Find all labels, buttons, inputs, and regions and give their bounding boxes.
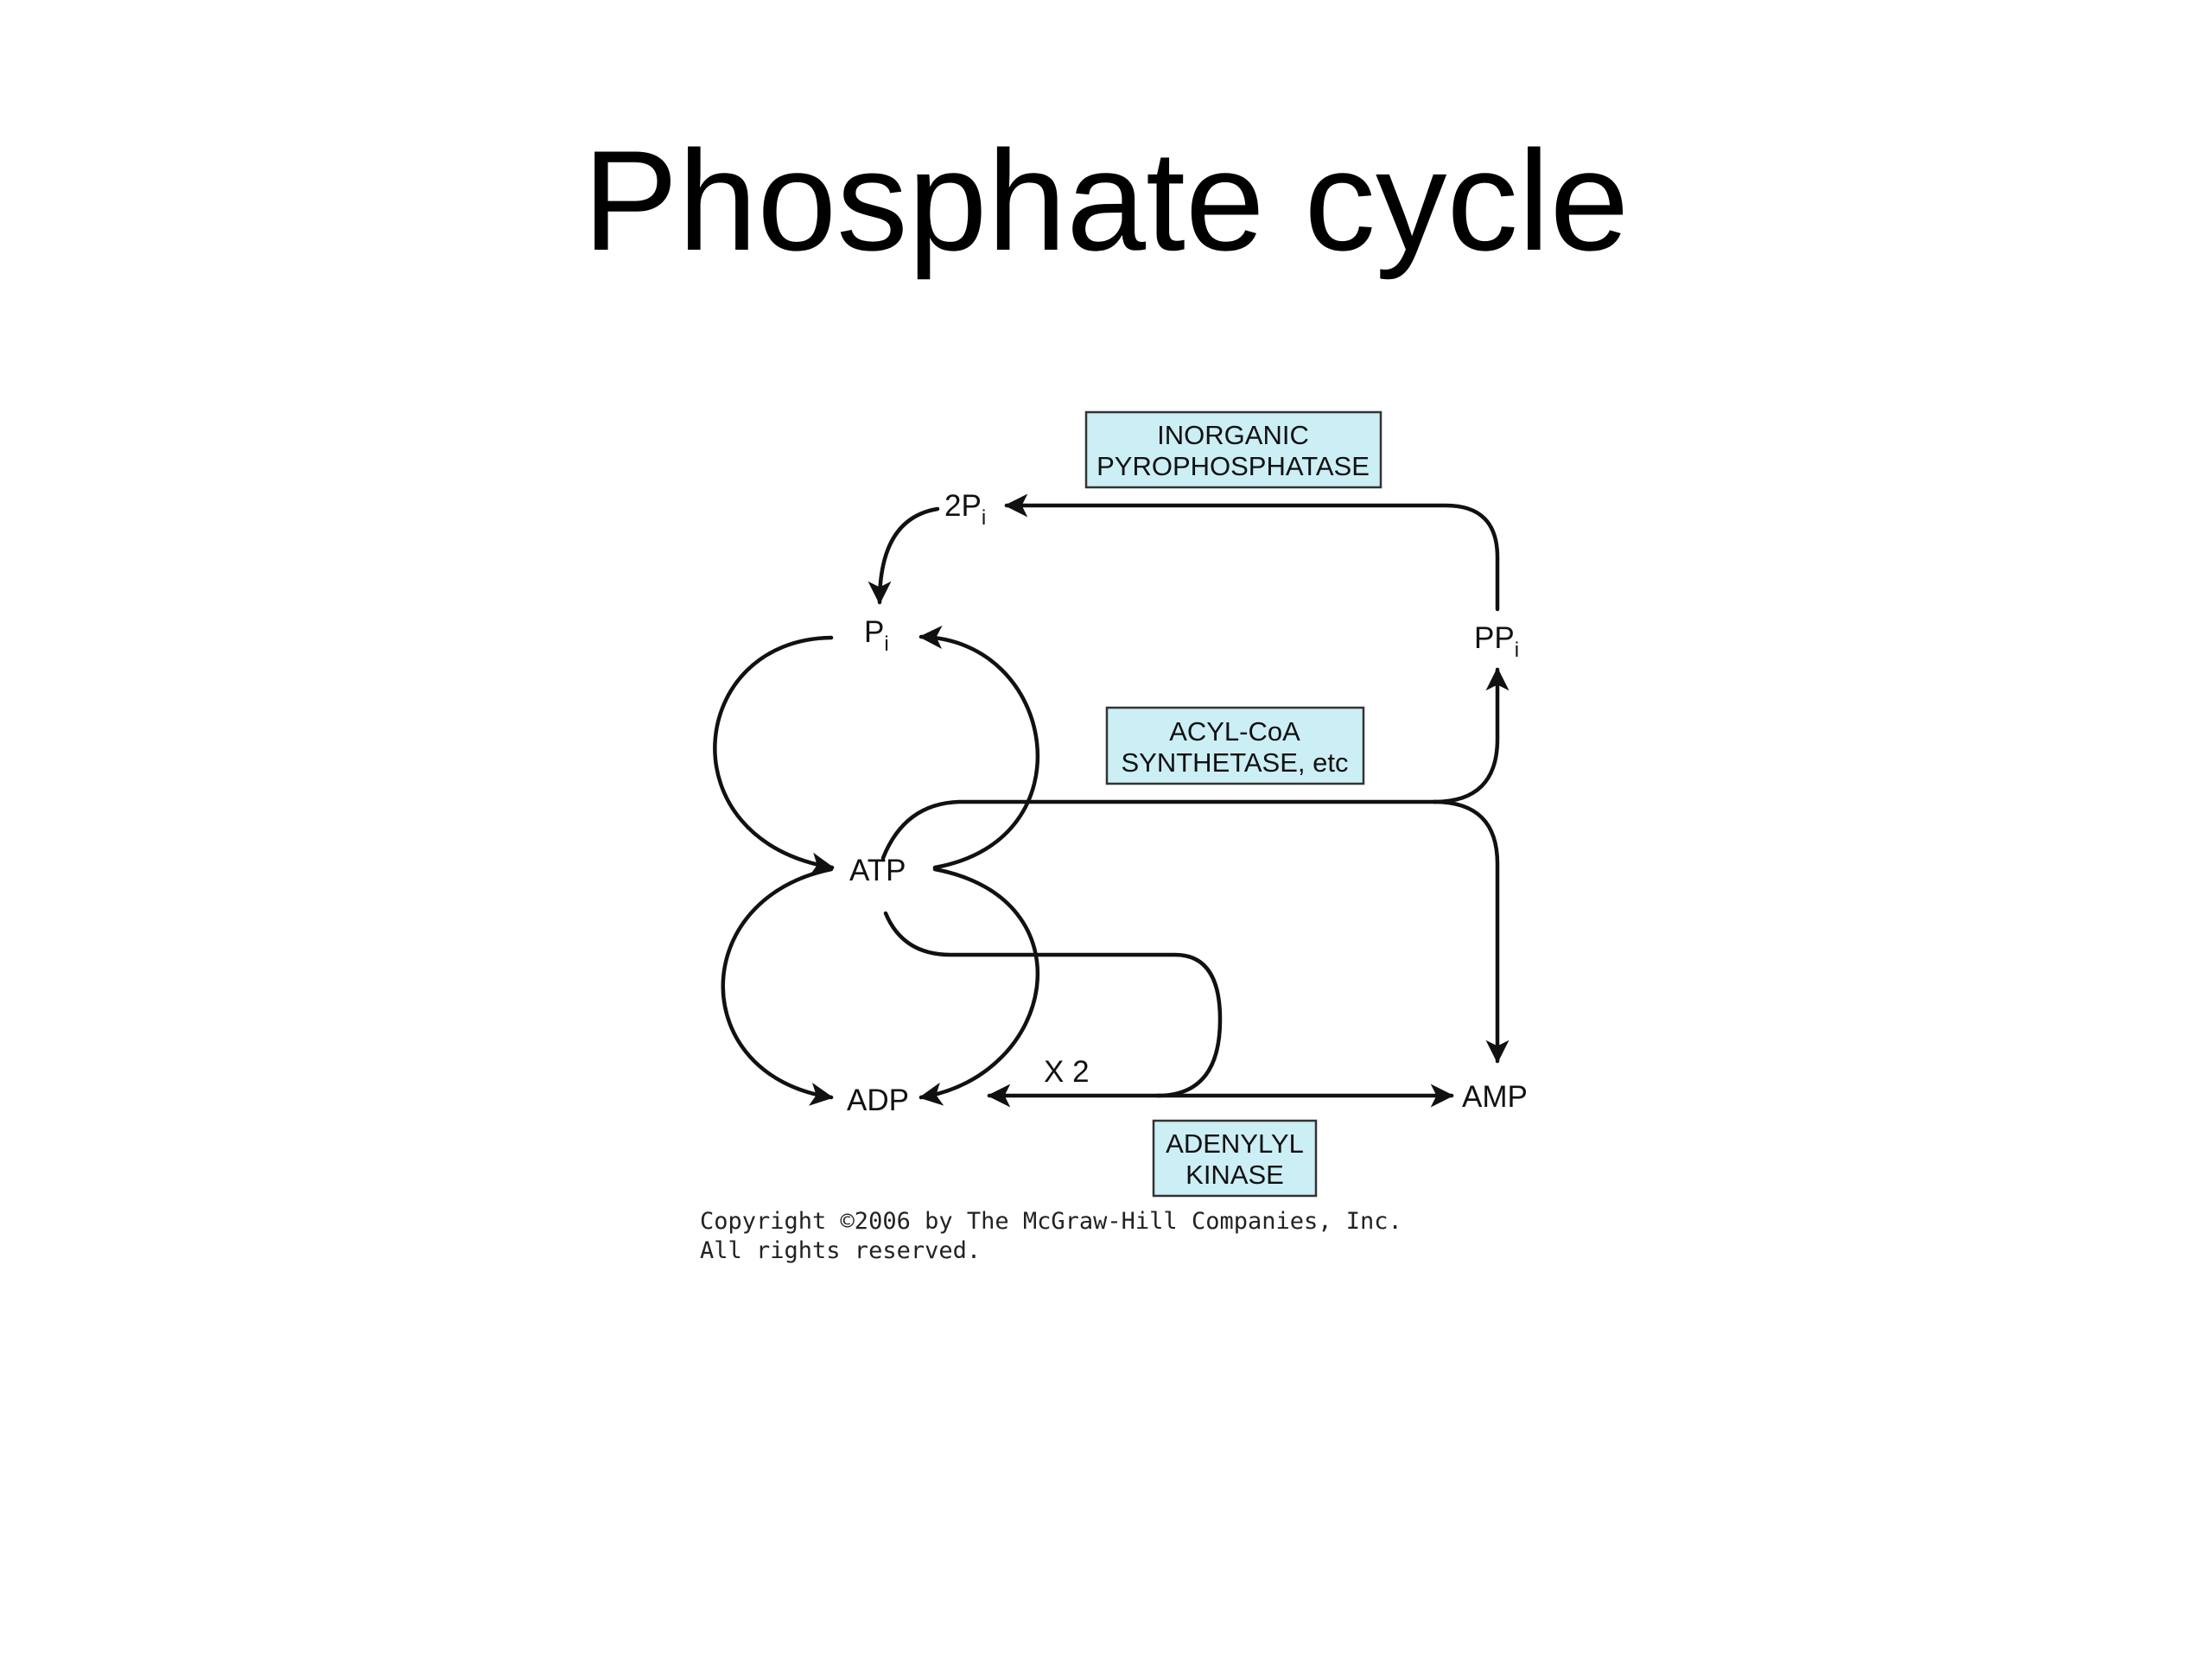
arrow-ppi-to-2pi xyxy=(1004,493,1500,612)
copyright-line: All rights reserved. xyxy=(700,1237,981,1264)
copyright-line: Copyright ©2006 by The McGraw-Hill Compa… xyxy=(700,1208,1402,1235)
enzyme-box-adenylyl-kinase: ADENYLYL KINASE xyxy=(1152,1119,1318,1198)
node-atp: ATP xyxy=(849,854,906,887)
enzyme-label-line: ADENYLYL xyxy=(1166,1128,1304,1159)
enzyme-box-acyl-coa-synthetase: ACYL-CoA SYNTHETASE, etc xyxy=(1105,706,1365,785)
line-atp-to-kinase-loop xyxy=(883,911,1223,1098)
arrow-atp-to-pi xyxy=(918,626,1040,870)
line-atp-to-junction xyxy=(880,799,1437,861)
enzyme-label-line: INORGANIC xyxy=(1157,420,1309,450)
multiplier-label: X 2 xyxy=(1044,1055,1090,1089)
enzyme-label-line: ACYL-CoA xyxy=(1169,716,1300,747)
node-ppi: PPi xyxy=(1474,621,1519,662)
arrow-atp-right-to-adp xyxy=(918,867,1040,1106)
arrow-2pi-to-pi xyxy=(868,506,940,605)
enzyme-label-line: SYNTHETASE, etc xyxy=(1122,747,1349,778)
flow-arrows xyxy=(713,493,1510,1108)
arrow-junction-to-amp xyxy=(1432,799,1510,1064)
enzyme-label-line: PYROPHOSPHATASE xyxy=(1096,451,1370,481)
slide-title: Phosphate cycle xyxy=(582,121,1630,280)
node-pi: Pi xyxy=(864,615,889,656)
node-adp: ADP xyxy=(847,1084,909,1117)
arrow-pi-to-atp xyxy=(713,635,835,876)
arrow-junction-to-ppi xyxy=(1432,667,1510,804)
node-amp: AMP xyxy=(1462,1080,1528,1114)
arrow-atp-to-adp xyxy=(721,867,834,1106)
enzyme-box-pyrophosphatase: INORGANIC PYROPHOSPHATASE xyxy=(1084,410,1382,489)
enzyme-label-line: KINASE xyxy=(1185,1160,1284,1190)
node-2pi: 2Pi xyxy=(944,489,986,530)
